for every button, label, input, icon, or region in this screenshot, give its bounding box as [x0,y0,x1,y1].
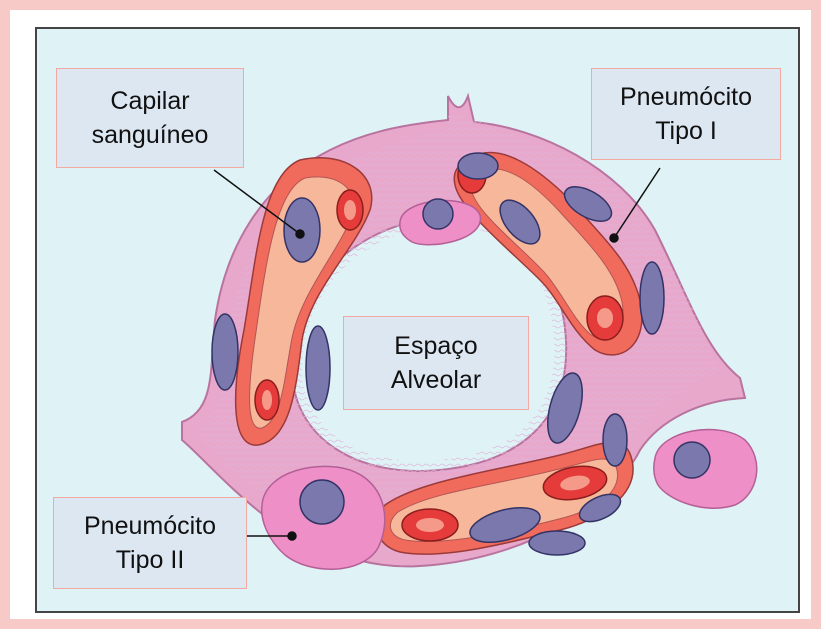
label-capilar-sanguineo: Capilar sanguíneo [56,68,244,168]
label-capilar-line1: Capilar [110,84,189,118]
label-espaco-line2: Alveolar [391,363,481,397]
label-capilar-line2: sanguíneo [92,118,209,152]
label-espaco-line1: Espaço [394,329,477,363]
label-tipo1-line1: Pneumócito [620,80,752,114]
label-pneumocito-tipo-2: Pneumócito Tipo II [53,497,247,589]
pointer-capillary [296,230,304,238]
pointer-type-1 [610,234,618,242]
label-tipo2-line1: Pneumócito [84,509,216,543]
label-pneumocito-tipo-1: Pneumócito Tipo I [591,68,781,160]
label-espaco-alveolar: Espaço Alveolar [343,316,529,410]
label-tipo2-line2: Tipo II [116,543,185,577]
label-tipo1-line2: Tipo I [655,114,717,148]
pointer-type-2 [288,532,296,540]
